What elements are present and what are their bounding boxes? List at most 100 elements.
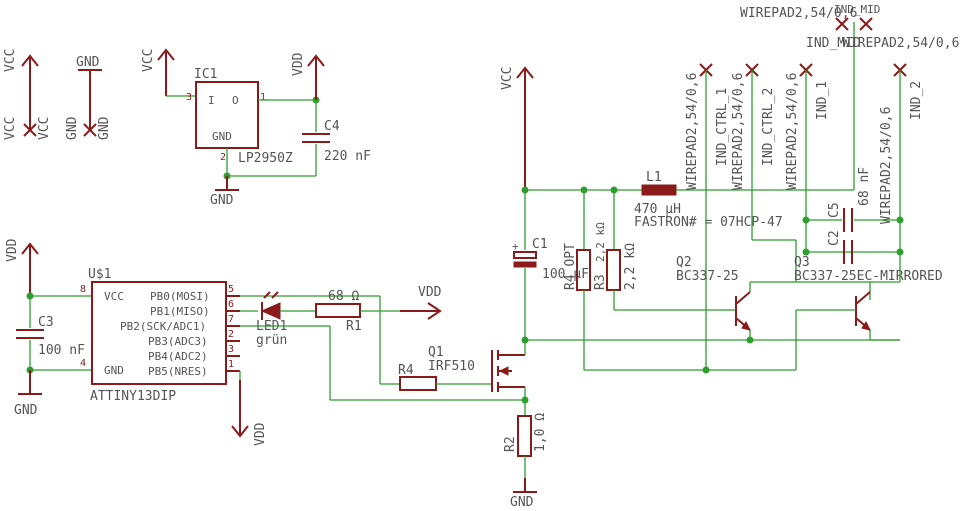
r1-value: 68 Ω xyxy=(328,289,359,304)
l1-name: L1 xyxy=(646,170,662,185)
u1-pb3: PB3(ADC3) xyxy=(148,335,208,348)
u1-pin6: 6 xyxy=(228,299,234,310)
c4-capacitor: C4 220 nF xyxy=(302,100,371,176)
u1-pin2: 2 xyxy=(228,329,234,340)
ic1-pin2: 2 xyxy=(220,152,226,163)
q2-transistor: Q2 BC337-25 xyxy=(676,255,751,331)
c1-name: C1 xyxy=(532,237,548,252)
vcc-label-2: VCC xyxy=(141,49,156,72)
u1-pin1: 1 xyxy=(228,359,234,370)
gnd-label-1b: GND xyxy=(65,116,80,140)
gnd-label-1: GND xyxy=(76,55,100,70)
u1-value: ATTINY13DIP xyxy=(90,389,176,404)
r4-opt-resistor: R4_OPT xyxy=(563,190,591,370)
gnd-label-1c: GND xyxy=(97,116,112,140)
wirepad-name-ind-1: IND_1 xyxy=(815,81,830,120)
vdd-symbol-4: VDD xyxy=(400,285,442,320)
vcc-label-1: VCC xyxy=(3,49,18,72)
r2-value: 1,0 Ω xyxy=(533,413,548,452)
vdd-symbol-1: VDD xyxy=(291,52,325,100)
wirepad-top-value-2: WIREPAD2,54/0,6 xyxy=(842,36,959,51)
ic1-regulator: IC1 I O GND 3 1 2 LP2950Z xyxy=(186,67,293,166)
r4-opt-name: R4_OPT xyxy=(563,243,578,290)
vdd-label-3: VDD xyxy=(253,422,268,446)
c2-capacitor: C2 xyxy=(827,230,853,264)
r2-name: R2 xyxy=(503,436,518,452)
q2-value: BC337-25 xyxy=(676,269,739,284)
r1-name: R1 xyxy=(346,319,362,334)
led1: LED1 grün xyxy=(256,291,287,348)
c5-name: C5 xyxy=(827,202,842,218)
l1-inductor: L1 470 µH FASTRON# = 07HCP-47 xyxy=(634,170,783,230)
c5-capacitor: C5 68 nF xyxy=(806,167,900,232)
ic1-pin-out: O xyxy=(232,94,239,107)
wirepad-name-ind-mid: IND_MID xyxy=(834,3,880,16)
vdd-label-1: VDD xyxy=(291,52,306,76)
u1-pb4: PB4(ADC2) xyxy=(148,350,208,363)
gnd-label-2: GND xyxy=(210,193,234,208)
wirepad-ind-mid: WIREPAD2,54/0,6 IND_MID IND_MID WIREPAD2… xyxy=(740,3,959,51)
u1-pb5: PB5(NRES) xyxy=(148,365,208,378)
vcc-label-1c: VCC xyxy=(37,117,52,140)
vdd-label-4: VDD xyxy=(418,285,442,300)
u1-pin5: 5 xyxy=(228,284,234,295)
u1-vcc-pin: VCC xyxy=(104,290,124,303)
l1-extra: FASTRON# = 07HCP-47 xyxy=(634,215,783,230)
c3-name: C3 xyxy=(38,315,54,330)
q1-value: IRF510 xyxy=(428,359,475,374)
u1-pin7: 7 xyxy=(228,314,234,325)
rr-value: 2,2 kΩ xyxy=(623,243,638,290)
gnd-label-3: GND xyxy=(14,403,38,418)
gnd-label-4: GND xyxy=(510,495,534,510)
vcc-symbol-2: VCC xyxy=(141,48,175,96)
ic1-value: LP2950Z xyxy=(238,151,293,166)
vcc-symbol-1: VCC VCC VCC xyxy=(3,49,52,140)
wirepad-name-ind-mid-2: IND_MID xyxy=(806,36,861,51)
r3-name: R3 xyxy=(593,274,608,290)
q3-transistor: Q3 BC337-25EC-MIRRORED xyxy=(794,255,943,331)
u1-pin8: 8 xyxy=(80,284,86,295)
u1-pin-labels: PB0(MOSI) PB1(MISO) PB2(SCK/ADC1) PB3(AD… xyxy=(120,284,234,378)
q3-value: BC337-25EC-MIRRORED xyxy=(794,269,943,284)
u1-name: U$1 xyxy=(88,267,111,282)
c5-value: 68 nF xyxy=(857,167,872,206)
gnd-symbol-4: GND xyxy=(510,478,537,510)
u1-pin4: 4 xyxy=(80,358,86,369)
r3-value: 2,2 kΩ xyxy=(594,222,607,262)
wirepad-name-ind-ctrl-1: IND_CTRL_1 xyxy=(715,88,730,166)
ic1-name: IC1 xyxy=(194,67,217,82)
ic1-pin-gnd: GND xyxy=(212,130,232,143)
c3-value: 100 nF xyxy=(38,343,85,358)
vdd-label-2: VDD xyxy=(5,238,20,262)
u1-pin3: 3 xyxy=(228,344,234,355)
wirepad-value-4: WIREPAD2,54/0,6 xyxy=(879,107,894,224)
ic1-pin1: 1 xyxy=(260,92,266,103)
wirepad-value-1: WIREPAD2,54/0,6 xyxy=(685,73,700,190)
q1-name: Q1 xyxy=(428,345,444,360)
gnd-symbol-3: GND xyxy=(14,370,42,418)
r4-name: R4 xyxy=(398,363,414,378)
vcc-label-3: VCC xyxy=(500,67,515,90)
u1-pb0: PB0(MOSI) xyxy=(150,290,210,303)
c4-value: 220 nF xyxy=(324,149,371,164)
gnd-symbol-2: GND xyxy=(210,176,239,208)
q3-name: Q3 xyxy=(794,255,810,270)
ic1-pin3: 3 xyxy=(186,92,192,103)
wirepad-value-3: WIREPAD2,54/0,6 xyxy=(785,73,800,190)
vdd-symbol-3: VDD xyxy=(231,371,268,446)
wirepad-ind-2: WIREPAD2,54/0,6 IND_2 xyxy=(879,63,924,224)
c4-name: C4 xyxy=(324,119,340,134)
wirepad-ind-ctrl-2: WIREPAD2,54/0,6 IND_CTRL_2 xyxy=(731,63,776,190)
c2-name: C2 xyxy=(827,230,842,246)
vcc-label-1b: VCC xyxy=(3,117,18,140)
vcc-symbol-3: VCC xyxy=(500,66,534,190)
gnd-symbol-1: GND GND GND xyxy=(65,55,112,140)
q2-name: Q2 xyxy=(676,255,692,270)
u1-pb2: PB2(SCK/ADC1) xyxy=(120,320,206,333)
r2-resistor: R2 1,0 Ω xyxy=(503,413,548,457)
u1-attiny13: U$1 ATTINY13DIP VCC GND 8 4 PB0(MOSI) PB… xyxy=(80,267,240,404)
ic1-pin-in: I xyxy=(208,94,215,107)
r3-resistor: R3 2,2 kΩ 2,2 kΩ xyxy=(593,190,638,310)
wirepad-ind-1: WIREPAD2,54/0,6 IND_1 xyxy=(785,63,830,190)
